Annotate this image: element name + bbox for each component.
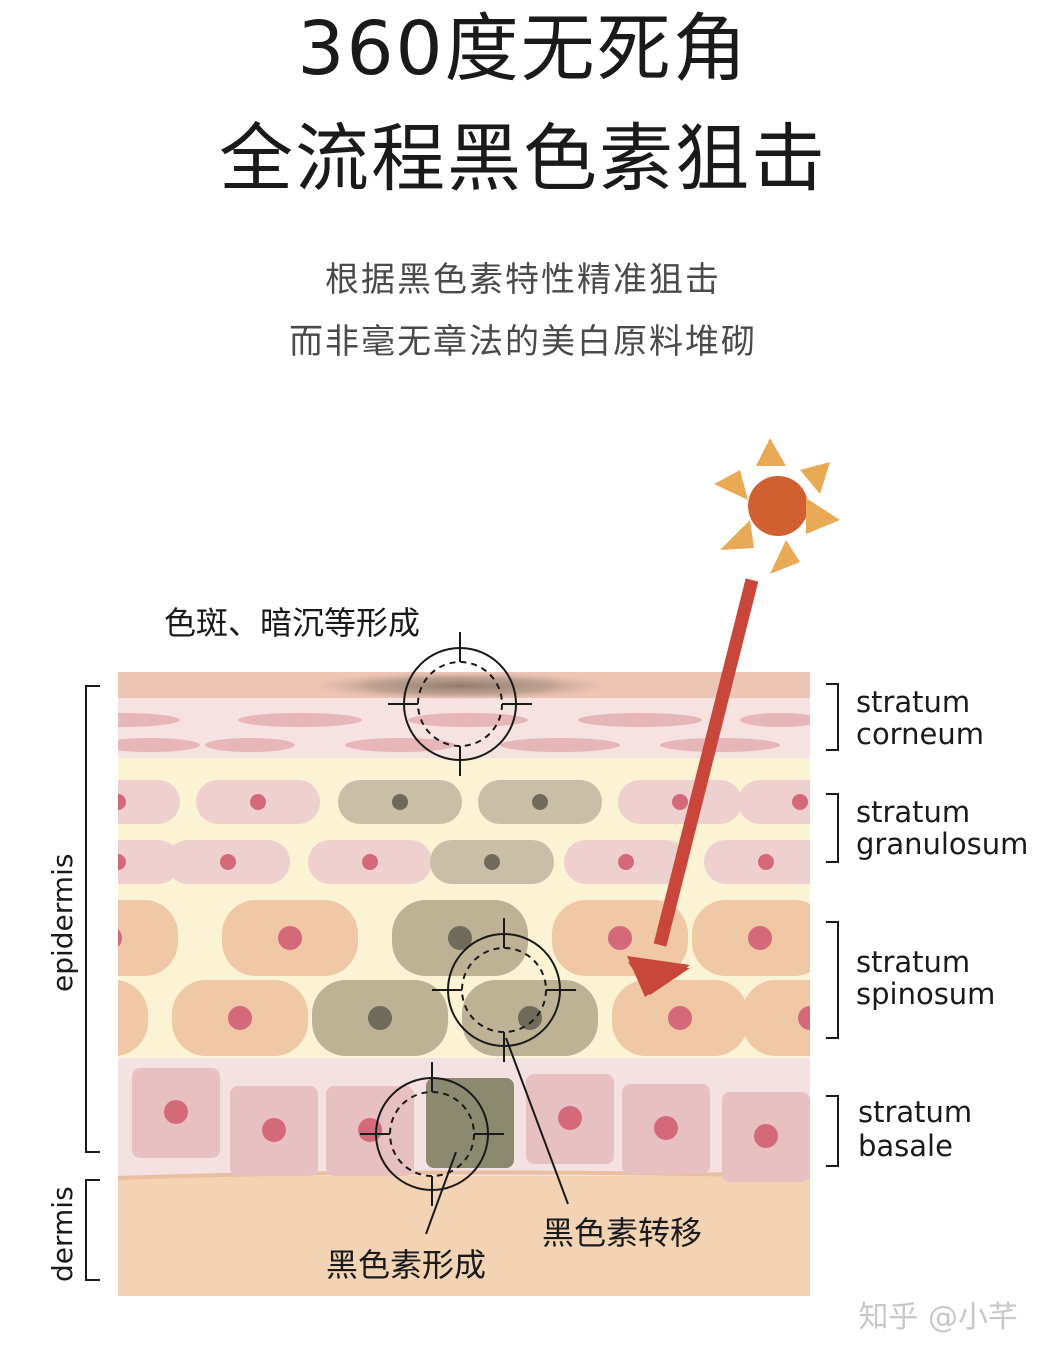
granulosum-cell bbox=[738, 780, 810, 824]
transfer-label: 黑色素转移 bbox=[542, 1214, 702, 1252]
cell-nucleus bbox=[758, 854, 774, 870]
cell-nucleus bbox=[220, 854, 236, 870]
granulosum-label-2: granulosum bbox=[856, 827, 1028, 861]
spinosum-cell bbox=[118, 900, 178, 976]
corneum-cell bbox=[500, 738, 620, 752]
subtitle-line-2: 而非毫无章法的美白原料堆砌 bbox=[289, 322, 757, 362]
corneum-cell bbox=[205, 738, 295, 752]
epidermis-label: epidermis bbox=[46, 854, 79, 992]
spinosum-label-1: stratum bbox=[856, 945, 970, 979]
corneum-label-1: stratum bbox=[856, 685, 970, 719]
cell-nucleus bbox=[362, 854, 378, 870]
corneum-cell bbox=[238, 713, 362, 727]
corneum-cell bbox=[578, 713, 702, 727]
arrow-icon bbox=[627, 956, 690, 997]
spinosum-cell bbox=[742, 980, 810, 1056]
corneum-cell bbox=[118, 713, 180, 727]
cell-nucleus bbox=[118, 854, 126, 870]
crosshair-icon bbox=[388, 632, 532, 776]
melanin-nucleus bbox=[532, 794, 548, 810]
cell-nucleus bbox=[68, 1006, 92, 1030]
cell-nucleus bbox=[558, 1106, 582, 1130]
granulosum-cell bbox=[118, 780, 180, 824]
basale-label-2: basale bbox=[858, 1129, 953, 1163]
cell-nucleus bbox=[754, 1124, 778, 1148]
cell-nucleus bbox=[228, 1006, 252, 1030]
formation-leader bbox=[425, 1151, 457, 1235]
corneum-cell bbox=[408, 713, 528, 727]
crosshair-icon bbox=[432, 918, 576, 1062]
cell-nucleus bbox=[654, 1116, 678, 1140]
cell-nucleus bbox=[792, 794, 808, 810]
melanin-nucleus bbox=[448, 926, 472, 950]
cell-nucleus bbox=[278, 926, 302, 950]
melanin-nucleus bbox=[392, 794, 408, 810]
melanocyte-cell bbox=[426, 1078, 514, 1168]
formation-label: 黑色素形成 bbox=[326, 1246, 486, 1284]
granulosum-cell bbox=[704, 840, 810, 884]
sun-icon bbox=[714, 438, 840, 574]
watermark: 知乎 @小芊 bbox=[858, 1300, 1018, 1335]
cell-nucleus bbox=[798, 1006, 810, 1030]
spinosum-label-2: spinosum bbox=[856, 977, 995, 1011]
cell-nucleus bbox=[672, 794, 688, 810]
melanin-nucleus bbox=[518, 1006, 542, 1030]
basale-label-1: stratum bbox=[858, 1095, 972, 1129]
cell-nucleus bbox=[668, 1006, 692, 1030]
granulosum-cell bbox=[118, 840, 180, 884]
corneum-cell bbox=[740, 713, 810, 727]
cell-nucleus bbox=[608, 926, 632, 950]
cell-nucleus bbox=[118, 794, 126, 810]
title-line-2: 全流程黑色素狙击 bbox=[219, 116, 827, 202]
title-line-1: 360度无死角 bbox=[297, 6, 749, 92]
spots-label: 色斑、暗沉等形成 bbox=[164, 604, 420, 642]
corneum-cell bbox=[118, 738, 200, 752]
melanin-nucleus bbox=[368, 1006, 392, 1030]
cell-nucleus bbox=[118, 929, 122, 947]
skin-layers bbox=[68, 672, 810, 1296]
dermis-label: dermis bbox=[46, 1186, 79, 1282]
dark-spot bbox=[310, 672, 610, 700]
corneum-label-2: corneum bbox=[856, 717, 984, 751]
cell-nucleus bbox=[262, 1118, 286, 1142]
spinosum-cell bbox=[118, 980, 148, 1056]
cell-nucleus bbox=[250, 794, 266, 810]
dermis-band bbox=[118, 1176, 810, 1296]
corneum-cell bbox=[660, 738, 780, 752]
brackets bbox=[85, 683, 839, 1281]
granulosum-label-1: stratum bbox=[856, 795, 970, 829]
cell-nucleus bbox=[164, 1100, 188, 1124]
subtitle-line-1: 根据黑色素特性精准狙击 bbox=[325, 260, 721, 300]
transfer-leader bbox=[505, 1037, 569, 1205]
melanin-nucleus bbox=[484, 854, 500, 870]
uv-arrow-shaft bbox=[653, 578, 759, 947]
crosshair-icon bbox=[360, 1062, 504, 1206]
cell-nucleus bbox=[618, 854, 634, 870]
cell-nucleus bbox=[748, 926, 772, 950]
